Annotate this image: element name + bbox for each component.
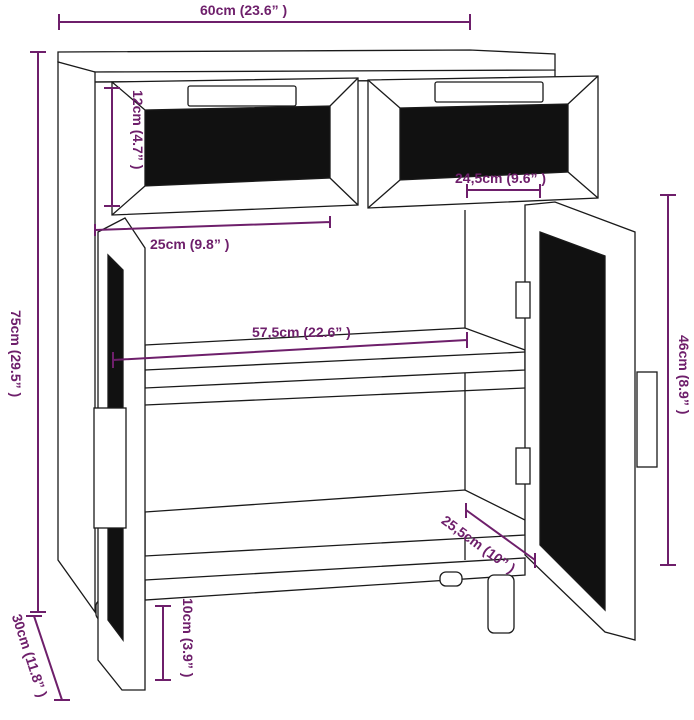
dim-leg-height-line xyxy=(155,605,171,681)
cabinet-left-side xyxy=(57,61,96,615)
door-right xyxy=(515,201,658,641)
drawer-width-label: 25cm (9.8” ) xyxy=(150,236,230,252)
dim-inner-width-line xyxy=(112,332,468,368)
hinge-top xyxy=(515,281,531,319)
leg-back-right xyxy=(439,571,463,587)
hinge-bottom xyxy=(515,447,531,485)
width-label: 60cm (23.6” ) xyxy=(200,2,288,18)
cabinet-top xyxy=(57,49,556,73)
dim-compartment-height-line xyxy=(660,194,676,566)
dim-drawer-height-line xyxy=(104,87,120,207)
inner-width-label: 57,5cm (22.6” ) xyxy=(252,324,351,340)
dim-inner-depth-line xyxy=(465,503,536,568)
leg-height-label: 10cm (3.9” ) xyxy=(180,598,196,678)
dim-drawer-inner-line xyxy=(466,184,541,198)
dim-depth-line xyxy=(26,615,70,701)
dim-width-line xyxy=(58,14,471,30)
height-label: 75cm (29.5” ) xyxy=(8,310,24,398)
drawer-height-label: 12cm (4.7” ) xyxy=(130,90,146,170)
door-left-handle xyxy=(93,407,127,529)
leg-front-right xyxy=(487,574,515,634)
door-right-handle xyxy=(636,371,658,468)
door-left xyxy=(93,217,146,691)
dim-height-line xyxy=(30,51,46,613)
drawer-left xyxy=(111,77,359,216)
drawer-left-handle xyxy=(187,85,297,107)
dim-drawer-width-line xyxy=(94,216,331,236)
drawer-right-handle xyxy=(434,81,544,103)
compartment-height-label: 46cm (8.9” ) xyxy=(676,335,692,415)
drawer-right xyxy=(367,75,599,209)
drawer-inner-width-label: 24,5cm (9.6” ) xyxy=(455,170,547,186)
